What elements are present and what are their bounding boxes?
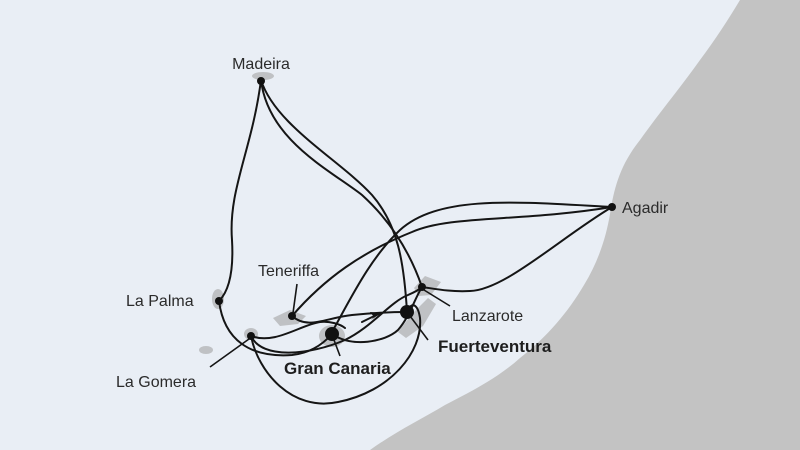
port-marker-lanzarote	[418, 283, 426, 291]
label-lanzarote: Lanzarote	[452, 308, 523, 325]
route-la-gomera-fuerteventura-south	[250, 304, 422, 405]
route-la-gomera-gran-canaria	[250, 320, 346, 340]
mainland-africa	[370, 0, 800, 450]
route-gran-canaria-fuerteventura	[291, 311, 408, 324]
label-la-gomera: La Gomera	[116, 374, 196, 391]
port-marker-fuerteventura	[400, 305, 414, 319]
label-madeira: Madeira	[232, 56, 290, 73]
port-marker-la-palma	[215, 297, 223, 305]
cruise-routes	[218, 79, 613, 405]
port-marker-gran-canaria	[325, 327, 339, 341]
route-la-palma-gran-canaria	[218, 300, 333, 357]
leader-lanzarote	[423, 289, 451, 307]
island-madeira	[252, 72, 274, 80]
label-leaders	[209, 283, 451, 368]
label-fuerteventura: Fuerteventura	[438, 337, 552, 356]
port-marker-la-gomera	[247, 332, 255, 340]
route-madeira-fuerteventura	[260, 79, 423, 288]
route-agadir-gran-canaria	[331, 201, 613, 333]
route-madeira-lanzarote	[260, 79, 408, 313]
island-fuerteventura	[398, 298, 436, 338]
label-la-palma: La Palma	[126, 293, 194, 310]
leader-gran-canaria	[333, 339, 341, 357]
route-madeira-la-palma	[218, 79, 262, 302]
label-gran-canaria: Gran Canaria	[284, 359, 391, 378]
port-labels: Madeira Agadir Teneriffa La Palma Lanzar…	[116, 56, 669, 391]
island-el-hierro	[199, 346, 213, 354]
label-teneriffa: Teneriffa	[258, 263, 319, 280]
route-agadir-lanzarote	[421, 206, 613, 293]
leader-teneriffa	[292, 283, 298, 314]
route-gran-canaria-lanzarote	[331, 286, 423, 344]
leader-fuerteventura	[409, 315, 429, 341]
route-agadir-teneriffa	[291, 206, 613, 317]
port-marker-madeira	[257, 77, 265, 85]
port-marker-agadir	[608, 203, 616, 211]
route-la-gomera-teneriffa-lanzarote	[250, 286, 423, 354]
port-markers	[215, 77, 616, 341]
direction-arrow-icon	[361, 312, 382, 323]
leader-la-gomera	[209, 338, 250, 368]
port-marker-teneriffa	[288, 312, 296, 320]
label-agadir: Agadir	[622, 200, 669, 217]
